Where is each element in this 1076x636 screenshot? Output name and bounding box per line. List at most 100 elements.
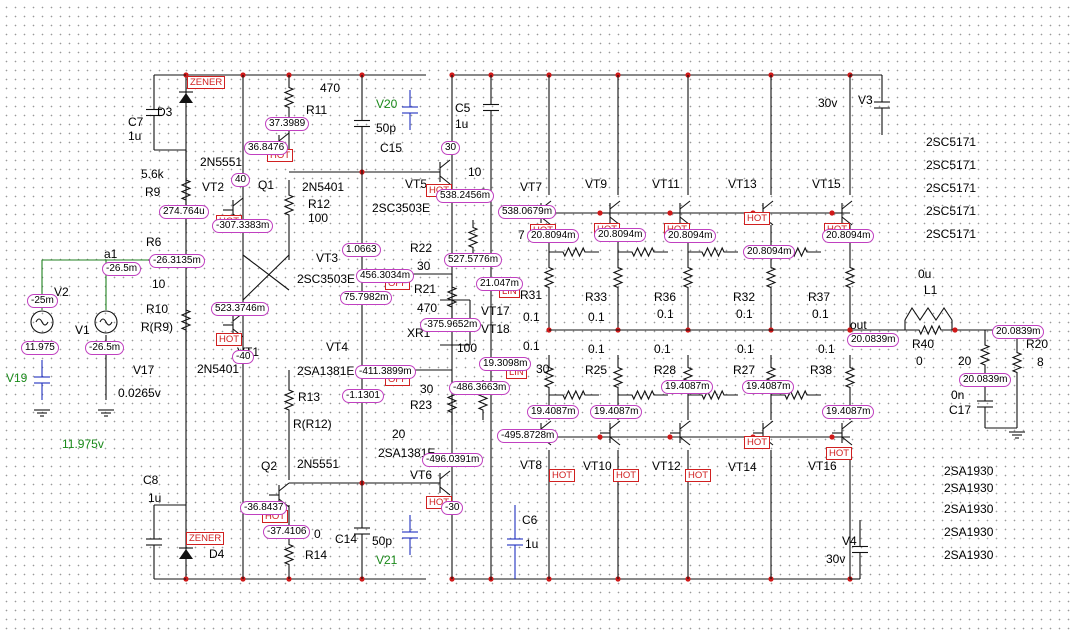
probe-vt3-b[interactable]: 456.3034m xyxy=(356,269,415,283)
probe-v2[interactable]: -25m xyxy=(27,294,58,308)
pnp-output-transistor xyxy=(841,420,853,430)
npn-type-5: 2SC5171 xyxy=(926,227,977,241)
r12-value: 100 xyxy=(308,211,329,225)
probe-vt8[interactable]: 19.4087m xyxy=(527,405,580,419)
c17-label: C17 xyxy=(949,403,972,417)
vt14-label: VT14 xyxy=(728,460,757,474)
hot-tag-vt13: HOT xyxy=(744,212,771,225)
pnp-type-3: 2SA1930 xyxy=(944,502,994,516)
probe-vt4-b[interactable]: -1.1301 xyxy=(342,389,384,403)
probe-out[interactable]: 20.0839m xyxy=(847,333,900,347)
emitter-resistor xyxy=(844,255,856,300)
base-resistor xyxy=(688,246,738,258)
probe-vt7-r[interactable]: 20.8094m xyxy=(527,229,580,243)
q2-transistor xyxy=(278,482,290,492)
r10-label: R10 xyxy=(146,302,169,316)
emitter-resistor xyxy=(765,255,777,300)
c17-r: 20 xyxy=(958,354,972,368)
probe-r22[interactable]: 527.5776m xyxy=(444,253,503,267)
r6-value: 10 xyxy=(152,277,166,291)
v19-node: 11.975v xyxy=(62,437,104,451)
probe-vt2-b2[interactable]: -307.3383m xyxy=(212,219,274,233)
probe-v19[interactable]: 11.975 xyxy=(21,341,59,355)
probe-vt7[interactable]: 538.0679m xyxy=(498,205,557,219)
probe-vt11[interactable]: 20.8094m xyxy=(664,229,717,243)
v17-label: V17 xyxy=(133,363,155,377)
c8-label: C8 xyxy=(143,473,159,487)
probe-vt1[interactable]: 523.3746m xyxy=(211,302,270,316)
junction-dot xyxy=(597,434,603,440)
probe-vt3-c[interactable]: 75.7982m xyxy=(340,291,393,305)
probe-vt17[interactable]: 21.047m xyxy=(476,277,523,291)
r10-value: R(R9) xyxy=(141,320,173,334)
probe-r40[interactable]: 20.0839m xyxy=(992,325,1045,339)
probe-r27[interactable]: 19.4087m xyxy=(742,380,795,394)
base-resistor xyxy=(618,389,668,401)
vt7-label: VT7 xyxy=(520,180,543,194)
probe-r38[interactable]: 19.4087m xyxy=(822,405,875,419)
probe-r25[interactable]: 19.4087m xyxy=(590,405,643,419)
pnp-output-transistor xyxy=(609,420,621,430)
probe-vt6[interactable]: -496.0391m xyxy=(422,453,484,467)
probe-q2-b[interactable]: -37.4106 xyxy=(263,525,311,539)
v4-value: 30v xyxy=(826,552,846,566)
probe-vt4[interactable]: -411.3899m xyxy=(355,365,416,379)
probe-vt18[interactable]: 19.3098m xyxy=(479,357,532,371)
wire xyxy=(242,254,290,301)
probe-vt6-b[interactable]: -30 xyxy=(441,501,464,515)
probe-c17[interactable]: 20.0839m xyxy=(959,373,1012,387)
junction-dot xyxy=(667,434,673,440)
r22-resistor xyxy=(467,220,479,255)
vt16-label: VT16 xyxy=(808,459,837,473)
probe-vt2[interactable]: 274.764u xyxy=(159,205,209,219)
v4-label: V4 xyxy=(842,534,857,548)
junction-dot xyxy=(952,327,958,333)
npn-output-transistor xyxy=(841,216,853,226)
hot-tag-vt1: HOT xyxy=(216,333,243,346)
r25-value: 0.1 xyxy=(588,342,605,356)
npn-output-transistor xyxy=(609,200,621,210)
probe-r28[interactable]: 19.4087m xyxy=(661,380,714,394)
probe-r6[interactable]: -26.3135m xyxy=(149,254,205,268)
r14-value: 0 xyxy=(314,527,321,541)
npn-type-1: 2SC5171 xyxy=(926,135,977,149)
pnp-output-transistor xyxy=(679,420,691,430)
c7-label: C7 xyxy=(128,115,144,129)
r23-b: 20 xyxy=(392,427,406,441)
r25-label: R25 xyxy=(585,363,608,377)
npn-type-4: 2SC5171 xyxy=(926,204,977,218)
emitter-resistor xyxy=(612,355,624,400)
probe-c15[interactable]: 30 xyxy=(441,141,461,155)
vt11-label: VT11 xyxy=(652,177,680,191)
probe-r11[interactable]: 37.3989 xyxy=(265,117,310,131)
q1-transistor xyxy=(278,132,290,142)
probe-vt2-b[interactable]: 40 xyxy=(231,173,251,187)
npn-output-transistor xyxy=(841,200,853,210)
probe-q1[interactable]: 36.8476 xyxy=(244,141,289,155)
probe-vt5[interactable]: 538.2456m xyxy=(436,189,495,203)
diode-symbol xyxy=(179,549,193,559)
c8-value: 1u xyxy=(148,491,162,505)
r14-label: R14 xyxy=(305,548,328,562)
probe-q2[interactable]: -36.8437 xyxy=(240,501,288,515)
junction-dot xyxy=(847,327,853,333)
probe-vt1-b[interactable]: -40 xyxy=(232,350,255,364)
r38-value: 0.1 xyxy=(818,342,835,356)
probe-vt9[interactable]: 20.8094m xyxy=(594,228,647,242)
probe-a1[interactable]: -26.5m xyxy=(102,262,142,276)
r32-label: R32 xyxy=(733,290,756,304)
probe-v1[interactable]: -26.5m xyxy=(85,341,125,355)
probe-r23[interactable]: -486.3663m xyxy=(449,381,511,395)
probe-r32[interactable]: 20.8094m xyxy=(743,245,796,259)
base-resistor xyxy=(688,389,738,401)
probe-vt3[interactable]: 1.0663 xyxy=(342,243,381,257)
probe-vt15[interactable]: 20.8094m xyxy=(822,229,875,243)
probe-vt8-b[interactable]: -495.8728m xyxy=(497,429,559,443)
c15-value: 50p xyxy=(376,121,397,135)
r9-resistor xyxy=(180,150,192,230)
r21-label: R21 xyxy=(414,282,437,296)
v1-label: V1 xyxy=(75,323,90,337)
probe-xr1[interactable]: -375.9652m xyxy=(420,318,482,332)
c5-label: C5 xyxy=(455,101,471,115)
